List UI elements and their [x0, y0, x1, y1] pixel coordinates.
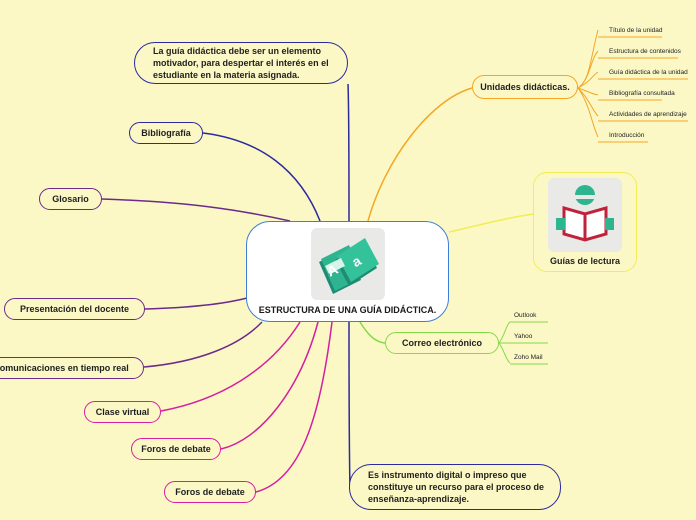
node-clase-virtual[interactable]: Clase virtual — [84, 401, 161, 423]
node-label: Foros de debate — [141, 444, 211, 454]
node-label: Unidades didácticas. — [480, 82, 570, 92]
node-label: Glosario — [52, 194, 89, 204]
node-comunicaciones-tiempo-real[interactable]: – comunicaciones en tiempo real — [0, 357, 144, 379]
node-instrumento[interactable]: Es instrumento digital o impreso que con… — [349, 464, 561, 510]
node-label: – comunicaciones en tiempo real — [0, 363, 129, 373]
book-letters-icon: A a — [311, 228, 385, 300]
node-label: Guías de lectura — [549, 256, 621, 266]
node-foros-debate-2[interactable]: Foros de debate — [164, 481, 256, 503]
reading-person-icon — [548, 178, 622, 252]
node-guias-de-lectura[interactable]: Guías de lectura — [533, 172, 637, 272]
leaf-estructura-contenidos[interactable]: Estructura de contenidos — [609, 48, 681, 55]
node-label: Clase virtual — [95, 407, 150, 417]
node-label: Es instrumento digital o impreso que con… — [368, 470, 545, 504]
leaf-yahoo[interactable]: Yahoo — [514, 333, 533, 340]
node-label: Presentación del docente — [19, 304, 130, 314]
node-bibliografia[interactable]: Bibliografía — [129, 122, 203, 144]
node-correo-electronico[interactable]: Correo electrónico — [385, 332, 499, 354]
node-label: Correo electrónico — [401, 338, 483, 348]
node-label: Bibliografía — [141, 128, 191, 138]
leaf-bibliografia-consultada[interactable]: Bibliografía consultada — [609, 90, 675, 97]
leaf-titulo-unidad[interactable]: Título de la unidad — [609, 27, 663, 34]
leaf-zoho-mail[interactable]: Zoho Mail — [514, 354, 543, 361]
leaf-guia-didactica-unidad[interactable]: Guía didáctica de la unidad — [609, 69, 688, 76]
node-label: La guía didáctica debe ser un elemento m… — [153, 46, 329, 80]
node-motivador[interactable]: La guía didáctica debe ser un elemento m… — [134, 42, 348, 84]
node-label: Foros de debate — [175, 487, 245, 497]
leaf-outlook[interactable]: Outlook — [514, 312, 537, 319]
node-glosario[interactable]: Glosario — [39, 188, 102, 210]
leaf-actividades-aprendizaje[interactable]: Actividades de aprendizaje — [609, 111, 687, 118]
node-foros-debate-1[interactable]: Foros de debate — [131, 438, 221, 460]
node-presentacion-docente[interactable]: Presentación del docente — [4, 298, 145, 320]
node-unidades-didacticas[interactable]: Unidades didácticas. — [472, 75, 578, 99]
central-topic-title: ESTRUCTURA DE UNA GUÍA DIDÁCTICA. — [258, 305, 437, 315]
central-topic[interactable]: A a ESTRUCTURA DE UNA GUÍA DIDÁCTICA. — [246, 221, 449, 322]
leaf-introduccion[interactable]: Introducción — [609, 132, 645, 139]
